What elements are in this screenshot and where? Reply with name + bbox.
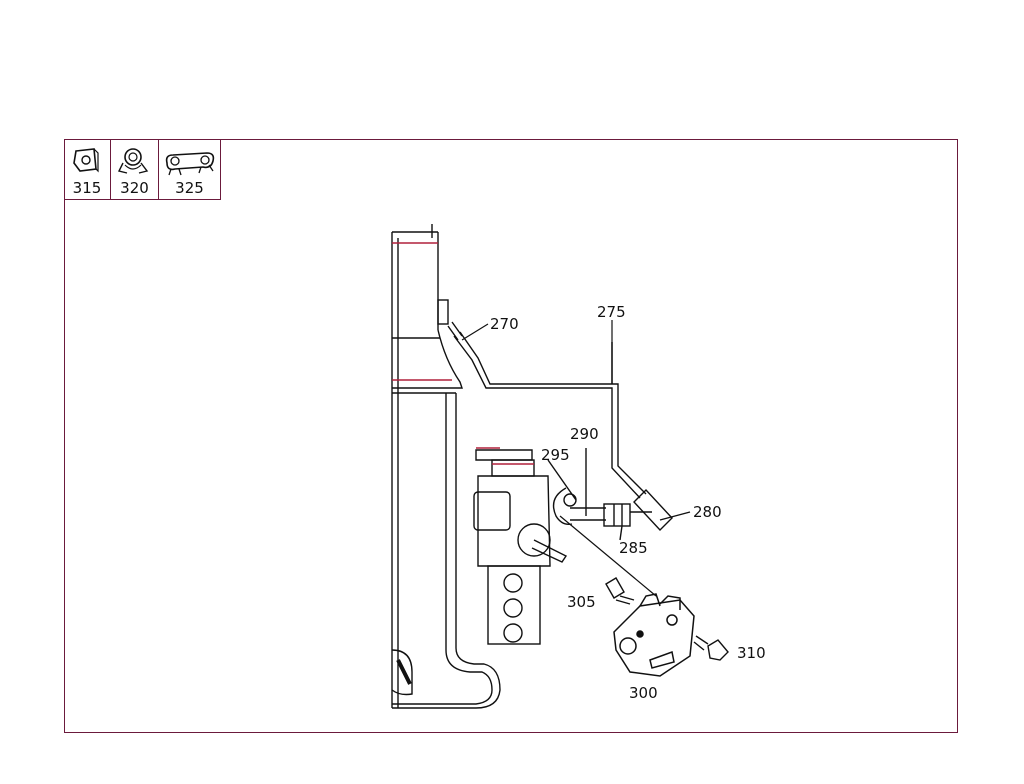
callout-295: 295 bbox=[541, 446, 570, 464]
diagram-frame bbox=[64, 139, 958, 733]
sensor-fitting bbox=[437, 299, 463, 341]
legend-cell-320: 320 bbox=[110, 139, 158, 199]
bracket-300 bbox=[613, 593, 695, 677]
valve-body bbox=[473, 447, 568, 645]
double-clip-icon bbox=[165, 152, 215, 176]
callout-305: 305 bbox=[567, 593, 596, 611]
connector-280 bbox=[633, 488, 691, 532]
hose-clamp-icon bbox=[117, 148, 149, 174]
fitting-assembly bbox=[547, 448, 652, 541]
legend-number: 320 bbox=[120, 179, 149, 197]
label-leaders bbox=[461, 320, 613, 342]
parts-legend: 315 320 325 bbox=[64, 139, 221, 200]
legend-cell-325: 325 bbox=[158, 139, 220, 199]
wiring-line-275 bbox=[453, 331, 647, 499]
legend-cell-315: 315 bbox=[64, 139, 110, 199]
legend-number: 315 bbox=[72, 179, 102, 197]
callout-290: 290 bbox=[570, 425, 599, 443]
bolt-310 bbox=[693, 635, 729, 661]
callout-300: 300 bbox=[629, 684, 658, 702]
callout-275: 275 bbox=[597, 303, 626, 321]
callout-270: 270 bbox=[490, 315, 519, 333]
bracket-icon bbox=[73, 148, 99, 173]
callout-310: 310 bbox=[737, 644, 766, 662]
callout-280: 280 bbox=[693, 503, 722, 521]
bolt-305 bbox=[605, 577, 635, 605]
callout-285: 285 bbox=[619, 539, 648, 557]
radiator-structure bbox=[391, 224, 501, 709]
leader-line-300 bbox=[559, 515, 657, 597]
legend-number: 325 bbox=[175, 179, 204, 197]
